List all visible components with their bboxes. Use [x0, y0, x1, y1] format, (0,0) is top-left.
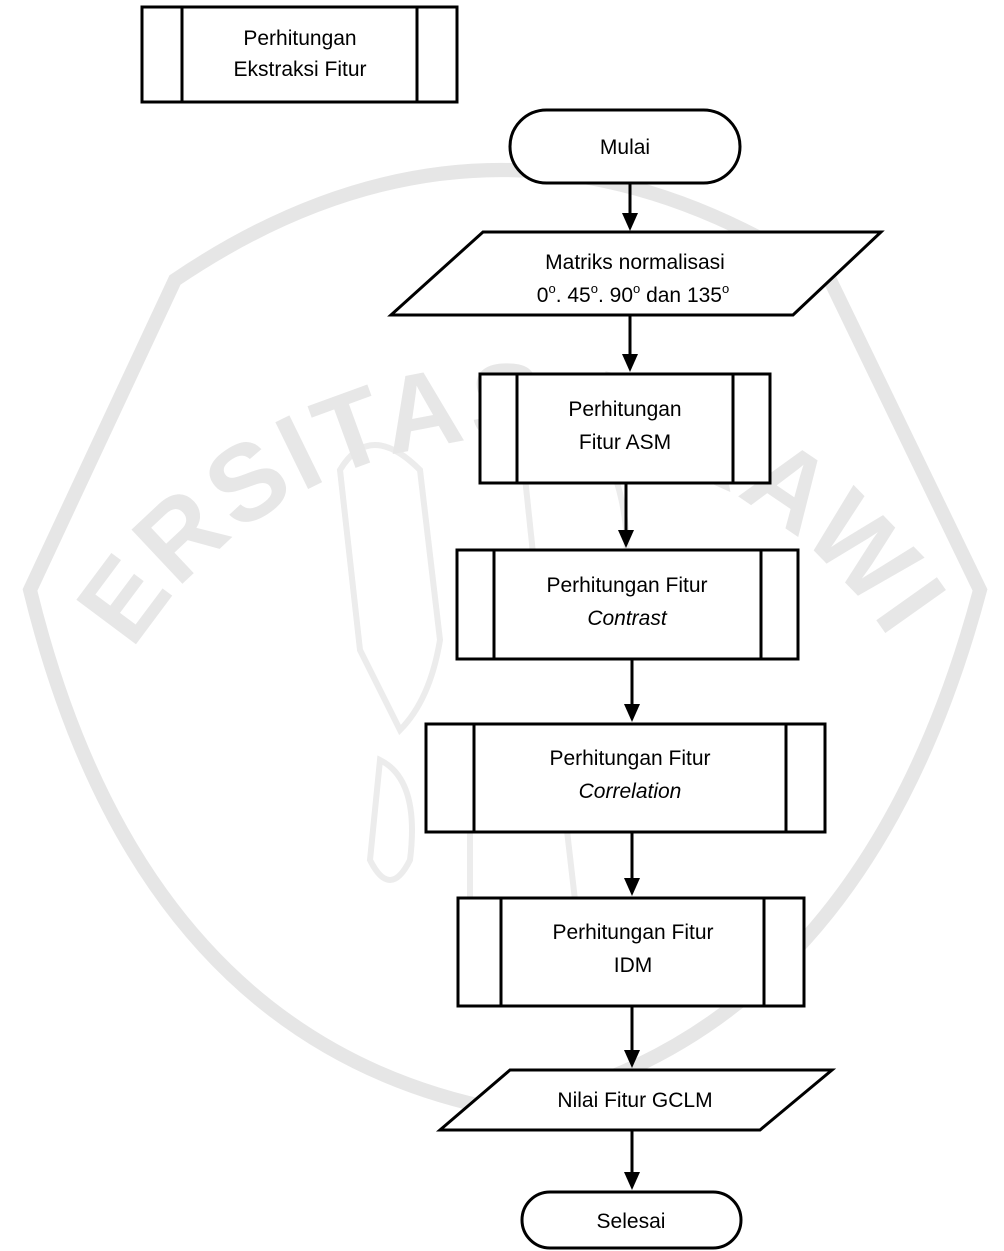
arrowhead-asm: [622, 354, 638, 372]
arrowhead-end: [624, 1172, 640, 1190]
asm-label-line-1: Perhitungan: [568, 398, 681, 421]
output-label: Nilai Fitur GCLM: [557, 1089, 712, 1112]
idm-label-line-2: IDM: [614, 954, 653, 977]
start-terminator: Mulai: [508, 108, 742, 185]
correlation-label-line-1: Perhitungan Fitur: [549, 747, 710, 770]
input-label-line-1: Matriks normalisasi: [545, 251, 725, 274]
start-label: Mulai: [600, 136, 650, 159]
connectors: [618, 183, 640, 1190]
legend-predefined-process: Perhitungan Ekstraksi Fitur: [140, 5, 459, 104]
contrast-process: Perhitungan Fitur Contrast: [455, 548, 800, 661]
end-label: Selesai: [597, 1210, 666, 1233]
end-terminator: Selesai: [520, 1190, 743, 1250]
correlation-process: Perhitungan Fitur Correlation: [424, 722, 827, 834]
arrowhead-correlation: [624, 704, 640, 722]
idm-process: Perhitungan Fitur IDM: [456, 896, 806, 1008]
asm-process: Perhitungan Fitur ASM: [478, 372, 772, 485]
input-label-line-2: 0o. 45o. 90o dan 135o: [537, 281, 729, 307]
contrast-label-line-2: Contrast: [587, 607, 668, 630]
output-data-node: Nilai Fitur GCLM: [435, 1068, 837, 1132]
asm-label-line-2: Fitur ASM: [579, 431, 671, 454]
watermark-shield-outline: [22, 163, 988, 1118]
arrowhead-idm: [624, 878, 640, 896]
arrowhead-contrast: [618, 530, 634, 548]
correlation-label-line-2: Correlation: [579, 780, 682, 803]
arrowhead-input: [622, 213, 638, 231]
legend-label-line-1: Perhitungan: [243, 27, 356, 50]
input-data-node: Matriks normalisasi 0o. 45o. 90o dan 135…: [387, 230, 885, 317]
idm-label-line-1: Perhitungan Fitur: [552, 921, 713, 944]
legend-label-line-2: Ekstraksi Fitur: [233, 58, 366, 81]
contrast-label-line-1: Perhitungan Fitur: [546, 574, 707, 597]
watermark-figure: [336, 414, 630, 918]
arrowhead-output: [624, 1050, 640, 1068]
